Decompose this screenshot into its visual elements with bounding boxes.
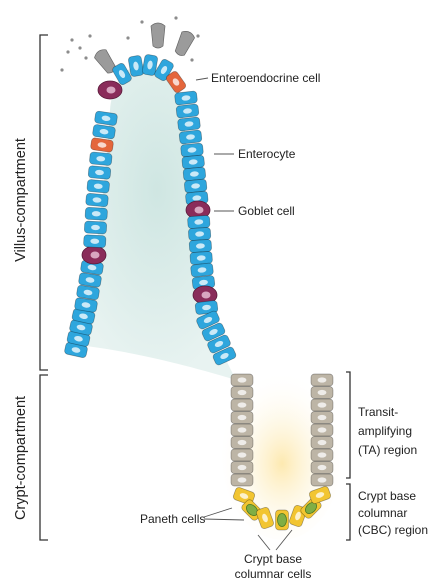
goblet-cell-label: Goblet cell: [238, 204, 295, 218]
enterocyte-cell: [87, 179, 110, 193]
crypt-compartment-label: Crypt-compartment: [13, 396, 29, 520]
ta-cell: [311, 374, 333, 386]
shed-debris: [66, 50, 69, 53]
enterocyte-cell: [83, 235, 106, 248]
enterocyte-cell: [86, 193, 109, 207]
ta-cell: [311, 387, 333, 399]
ta-cell: [231, 374, 253, 386]
enterocyte-cell: [85, 207, 108, 220]
enterocyte-cell: [190, 263, 213, 278]
shed-cell: [151, 23, 165, 48]
leader-enteroendocrine: [196, 78, 208, 80]
enterocyte-cell: [176, 104, 199, 118]
ta-cell: [311, 437, 333, 449]
ta-region-label-line3: (TA) region: [358, 443, 417, 457]
enterocyte-cell: [187, 215, 210, 228]
shed-debris: [196, 34, 199, 37]
shed-debris: [140, 20, 143, 23]
ta-cell: [231, 449, 253, 461]
villus-compartment-label: Villus-compartment: [13, 138, 29, 262]
ta-cell: [231, 412, 253, 424]
cbc-region-bracket: [346, 484, 350, 540]
crypt-bracket: [40, 375, 48, 540]
crypt-base-columnar-cells-label-line2: columnar cells: [235, 567, 312, 581]
enterocyte-cell: [177, 117, 200, 131]
villus-bracket: [40, 35, 48, 370]
paneth-cells-label: Paneth cells: [140, 512, 205, 526]
ta-cell: [311, 424, 333, 436]
ta-region-bracket: [346, 372, 350, 478]
enteroendocrine-cell-label: Enteroendocrine cell: [211, 71, 320, 85]
leader-paneth-1: [204, 508, 232, 517]
enterocyte-cell: [89, 152, 112, 166]
enterocyte-cell: [88, 166, 111, 180]
enterocyte-cell: [174, 91, 197, 105]
shed-debris: [70, 38, 73, 41]
ta-cell: [231, 437, 253, 449]
ta-region-label-line1: Transit-: [358, 405, 398, 419]
enterocyte-cell: [188, 227, 211, 240]
leader-paneth-2: [204, 519, 244, 520]
shed-debris: [174, 16, 177, 19]
goblet-cell: [82, 246, 106, 264]
ta-cell: [311, 399, 333, 411]
enterocyte-cell: [189, 239, 212, 252]
ta-cell: [231, 424, 253, 436]
ta-region-label-line2: amplifying: [358, 424, 412, 438]
ta-cell: [311, 462, 333, 474]
shed-debris: [190, 58, 193, 61]
crypt-base-columnar-cells-label-line1: Crypt base: [244, 552, 302, 566]
paneth-cell: [276, 510, 289, 530]
enterocyte-cell: [84, 221, 107, 234]
ta-cell: [231, 462, 253, 474]
ta-cell: [231, 399, 253, 411]
ta-cell: [311, 449, 333, 461]
shed-debris: [84, 56, 87, 59]
ta-cell: [231, 474, 253, 486]
ta-cell: [231, 387, 253, 399]
cbc-region-label-line1: Crypt base: [358, 489, 416, 503]
shed-debris: [60, 68, 63, 71]
enterocyte-cell: [190, 251, 213, 264]
cbc-region-label-line3: (CBC) region: [358, 523, 428, 537]
cbc-region-label-line2: columnar: [358, 506, 407, 520]
shed-debris: [88, 34, 91, 37]
ta-cell: [311, 412, 333, 424]
enterocyte-cell: [179, 130, 202, 144]
ta-cell: [311, 474, 333, 486]
enterocyte-label: Enterocyte: [238, 147, 296, 161]
goblet-cell: [98, 81, 122, 99]
shed-debris: [78, 46, 81, 49]
shed-debris: [126, 36, 129, 39]
shed-cell: [173, 29, 196, 58]
